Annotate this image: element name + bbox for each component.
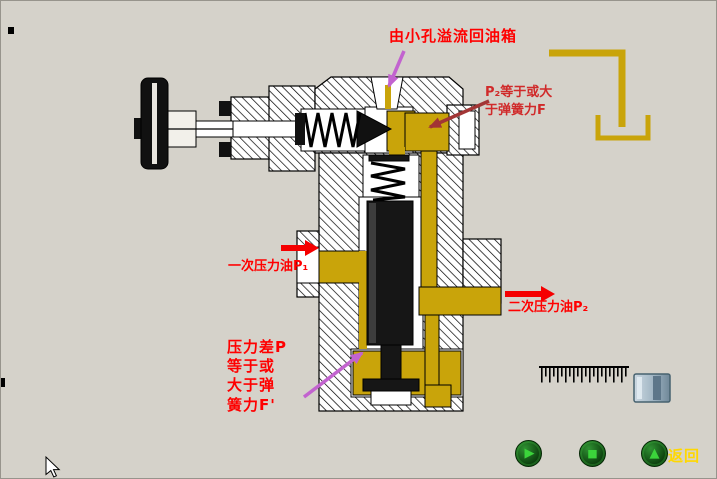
inlet-arrow [281,240,319,256]
wheel-slit [152,83,157,164]
pressure-diff-annotation: 压力差P 等于或 大于弹 簧力F' [227,338,287,414]
adjusting-screw [232,120,302,138]
screen-artifact-2 [1,378,5,387]
mouse-cursor [45,455,61,478]
pressure-diff-arrow [302,351,364,399]
pipe-plug [458,110,476,150]
spool-clearance [359,251,367,349]
orifice-channel [385,85,391,109]
p2-arrow [428,99,490,129]
drain-foot [424,384,452,408]
flow-arrows [281,50,555,399]
return-label[interactable]: 返回 [668,447,701,465]
secondary-oil-annotation: 二次压力油P₂ [508,300,589,315]
bottom-cap [362,378,420,392]
overflow-annotation: 由小孔溢流回油箱 [389,27,518,45]
outlet-arrow [505,286,555,302]
bottom-plug [370,390,412,406]
wheel-nub [134,118,142,139]
timeline-slider-handle[interactable] [633,373,671,403]
overflow-arrow [387,50,406,88]
return-pipe-to-tank [549,49,651,141]
timeline-ruler [539,366,629,383]
moving-parts [356,110,420,406]
screen-artifact-1 [8,27,14,34]
stop-icon: ■ [587,447,598,460]
top-elbow [404,112,450,152]
return-button[interactable]: ▲ [641,440,668,467]
primary-oil-annotation: 一次压力油P₁ [228,259,309,274]
stop-button[interactable]: ■ [579,440,606,467]
main-spring [370,161,406,202]
collar-top [219,101,231,116]
collar-bottom [219,142,231,157]
pilot-spring [303,112,362,148]
outlet-channel [418,286,502,316]
play-button[interactable]: ▶ [515,440,542,467]
return-icon: ▲ [649,446,660,461]
main-spring-seat [368,154,410,162]
p2-condition-annotation: P₂等于或大 于弹簧力F [485,85,553,119]
adjusting-handwheel [134,77,305,170]
play-icon: ▶ [524,446,535,461]
bottom-drain [424,314,440,394]
spring-seat-left [295,113,305,145]
spool-highlight [369,203,376,343]
drain-passage [420,150,438,290]
tank-symbol [595,115,651,141]
inlet-channel [318,250,366,284]
